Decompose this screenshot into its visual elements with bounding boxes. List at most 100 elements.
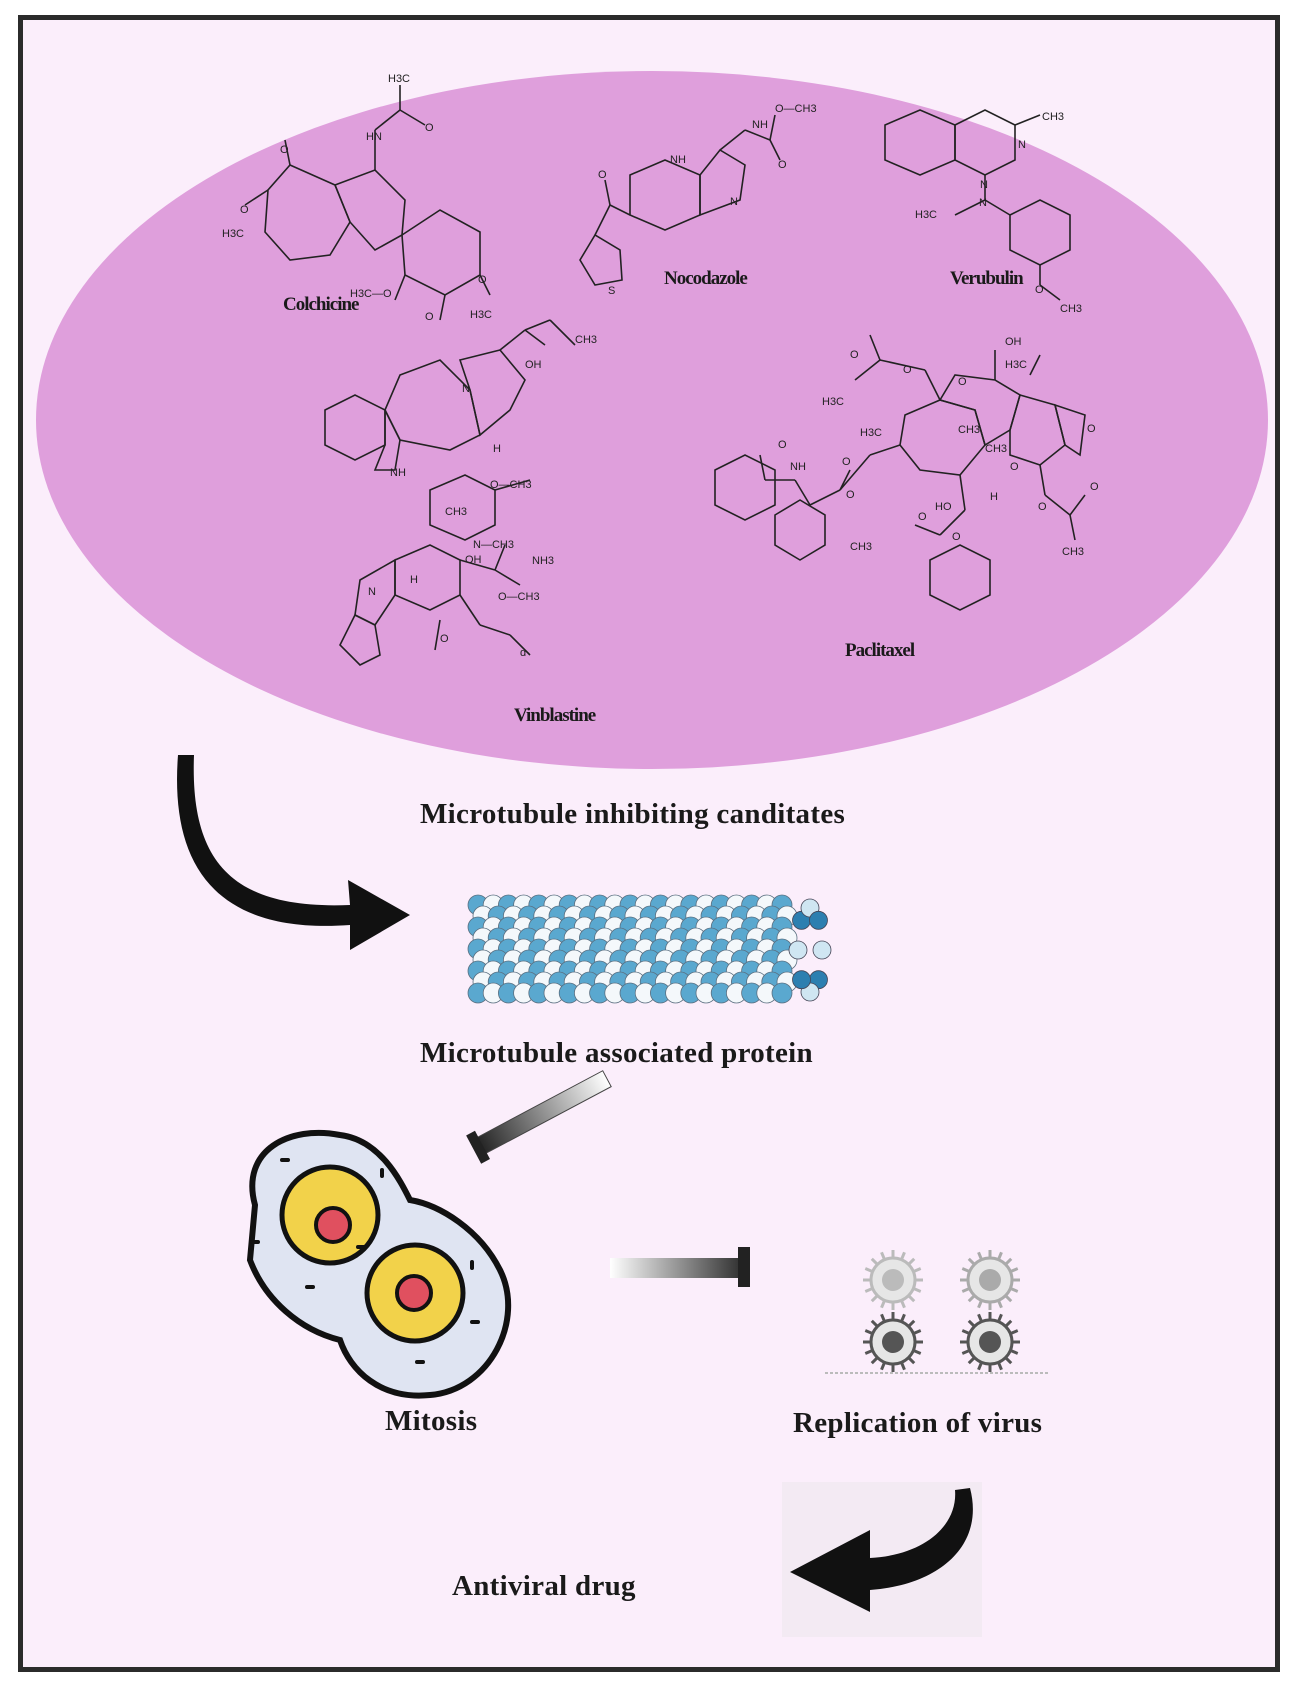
- svg-text:ɑ: ɑ: [520, 647, 526, 659]
- svg-text:O: O: [918, 511, 927, 523]
- svg-text:O: O: [958, 376, 967, 388]
- svg-text:O: O: [425, 122, 434, 134]
- svg-text:N: N: [368, 586, 376, 598]
- svg-text:H3C: H3C: [860, 427, 882, 439]
- svg-text:CH3: CH3: [575, 334, 597, 346]
- colchicine-label: Colchicine: [283, 294, 359, 315]
- svg-text:O: O: [1090, 481, 1099, 493]
- microtubule-illustration: [467, 894, 832, 1004]
- svg-text:O: O: [1038, 501, 1047, 513]
- svg-text:CH3: CH3: [1060, 303, 1082, 315]
- svg-text:OH: OH: [525, 359, 542, 371]
- virus-particle: [863, 1312, 923, 1372]
- svg-text:O—CH3: O—CH3: [498, 591, 540, 603]
- svg-text:CH3: CH3: [1042, 111, 1064, 123]
- inhibition-bar-diagonal: [466, 1070, 612, 1164]
- virus-particles-icon: [863, 1250, 1020, 1372]
- colchicine-atoms: H3C HN O O O H3C O H3C H3C—O O: [222, 73, 492, 323]
- candidates-caption: Microtubule inhibiting canditates: [420, 798, 846, 830]
- curved-arrow-icon: [177, 755, 410, 950]
- svg-text:O: O: [778, 439, 787, 451]
- virus-particle: [960, 1250, 1020, 1310]
- svg-text:O: O: [478, 274, 487, 286]
- svg-text:OH: OH: [465, 554, 482, 566]
- svg-text:O: O: [846, 489, 855, 501]
- svg-text:N: N: [980, 179, 988, 191]
- svg-text:N: N: [462, 383, 470, 395]
- svg-text:H3C: H3C: [222, 228, 244, 240]
- tubulin-end-subunit: [792, 970, 811, 990]
- svg-text:CH3: CH3: [850, 541, 872, 553]
- svg-text:HN: HN: [366, 131, 382, 143]
- colchicine-structure: [244, 85, 491, 321]
- vinblastine-structure: [324, 319, 576, 666]
- svg-text:H3C: H3C: [822, 396, 844, 408]
- svg-text:O: O: [903, 364, 912, 376]
- svg-text:H3C: H3C: [388, 73, 410, 85]
- verubulin-label: Verubulin: [950, 268, 1024, 289]
- svg-text:O—CH3: O—CH3: [775, 103, 817, 115]
- svg-text:O: O: [1010, 461, 1019, 473]
- svg-text:S: S: [608, 285, 615, 297]
- svg-text:O: O: [598, 169, 607, 181]
- svg-text:NH: NH: [752, 119, 768, 131]
- vinblastine-atoms: CH3 OH N H NH O—CH3 CH3 N—CH3 OH NH3 O—C…: [368, 334, 597, 659]
- nocodazole-label: Nocodazole: [664, 268, 748, 289]
- svg-text:H3C—O: H3C—O: [350, 288, 392, 300]
- svg-text:O: O: [280, 144, 289, 156]
- vinblastine-label: Vinblastine: [514, 705, 596, 726]
- svg-text:CH3: CH3: [445, 506, 467, 518]
- svg-text:H: H: [410, 574, 418, 586]
- svg-text:CH3: CH3: [985, 443, 1007, 455]
- svg-text:H: H: [990, 491, 998, 503]
- svg-text:O: O: [952, 531, 961, 543]
- mitosis-caption: Mitosis: [385, 1405, 478, 1437]
- svg-text:N: N: [1018, 139, 1026, 151]
- paclitaxel-atoms: O H3C O O H3C OH H3C CH3 CH3 O O NH O O …: [778, 336, 1099, 558]
- svg-text:O: O: [440, 633, 449, 645]
- svg-text:NH: NH: [790, 461, 806, 473]
- verubulin-structure: [884, 109, 1071, 301]
- inhibition-bar-horizontal: [610, 1247, 750, 1287]
- nocodazole-atoms: NH O—CH3 O NH N O S: [598, 103, 817, 297]
- tubulin-end-subunit: [809, 910, 828, 930]
- svg-text:N—CH3: N—CH3: [473, 539, 514, 551]
- svg-text:NH: NH: [390, 467, 406, 479]
- svg-text:H: H: [493, 443, 501, 455]
- drug-caption: Antiviral drug: [452, 1570, 636, 1602]
- virus-particle: [863, 1250, 923, 1310]
- replication-caption: Replication of virus: [793, 1407, 1043, 1439]
- svg-text:O: O: [1087, 423, 1096, 435]
- svg-text:NH: NH: [670, 154, 686, 166]
- tubulin-end-subunit: [788, 940, 808, 960]
- svg-text:H3C: H3C: [915, 209, 937, 221]
- svg-text:O: O: [778, 159, 787, 171]
- svg-text:O: O: [850, 349, 859, 361]
- svg-text:O: O: [842, 456, 851, 468]
- svg-text:H3C: H3C: [470, 309, 492, 321]
- svg-text:O—CH3: O—CH3: [490, 479, 532, 491]
- svg-text:O: O: [240, 204, 249, 216]
- mitosis-cell-icon: [246, 1129, 512, 1399]
- svg-text:CH3: CH3: [1062, 546, 1084, 558]
- svg-text:CH3: CH3: [958, 424, 980, 436]
- svg-text:O: O: [425, 311, 434, 323]
- svg-text:N: N: [979, 197, 987, 209]
- tubulin-subunit: [771, 982, 793, 1004]
- nocodazole-structure: [579, 114, 781, 286]
- return-arrow-icon: [782, 1482, 982, 1637]
- protein-caption: Microtubule associated protein: [420, 1037, 813, 1069]
- paclitaxel-structure: [714, 334, 1086, 611]
- tubulin-end-subunit: [812, 940, 832, 960]
- paclitaxel-label: Paclitaxel: [845, 640, 915, 661]
- candidates-ellipse: [36, 71, 1268, 769]
- verubulin-atoms: CH3 N N N H3C O CH3: [915, 111, 1082, 315]
- svg-text:HO: HO: [935, 501, 952, 513]
- svg-text:NH3: NH3: [532, 555, 554, 567]
- svg-text:N: N: [730, 196, 738, 208]
- svg-text:OH: OH: [1005, 336, 1022, 348]
- svg-text:O: O: [1035, 284, 1044, 296]
- virus-particle: [960, 1312, 1020, 1372]
- svg-text:H3C: H3C: [1005, 359, 1027, 371]
